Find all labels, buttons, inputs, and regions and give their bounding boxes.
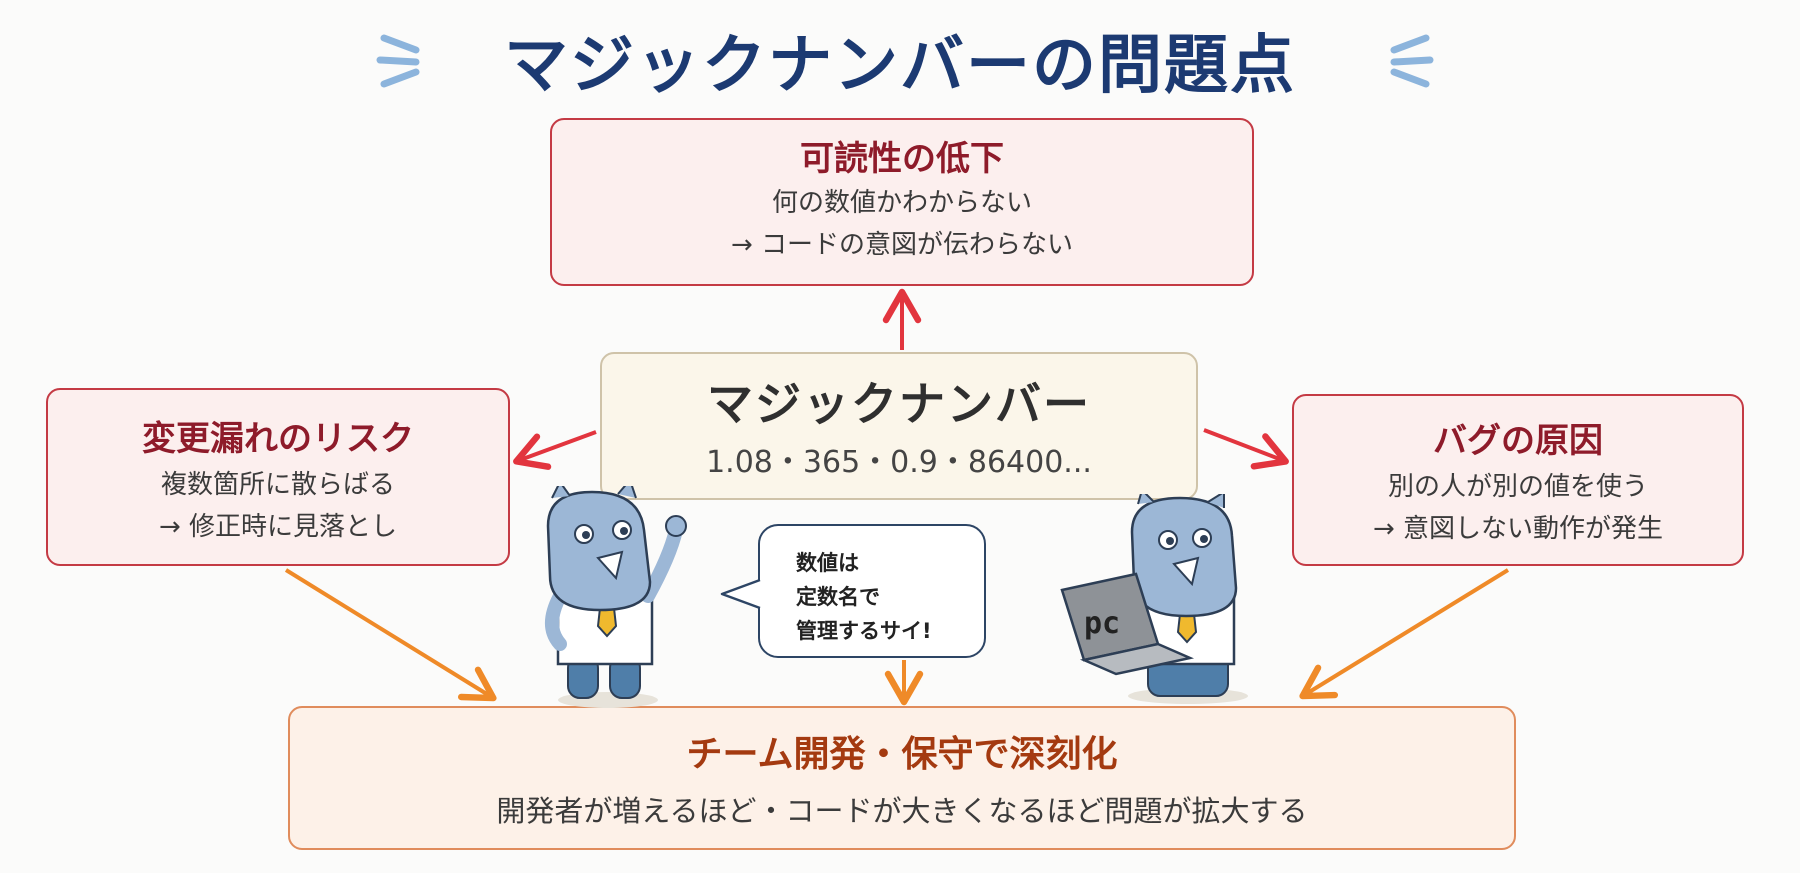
laptop-label: pc [1084,606,1121,641]
bubble-tail [720,578,762,610]
bug-cause-title: バグの原因 [1433,421,1603,461]
change-risk-line-1: 複数箇所に散らばる [160,470,395,500]
magic-number-examples: 1.08・365・0.9・86400... [706,445,1092,480]
arrow-left-to-bottom [284,568,497,702]
page-title: マジックナンバーの問題点 [504,29,1296,103]
speech-bubble: 数値は 定数名で 管理するサイ! [758,524,986,658]
magic-number-title: マジックナンバー [707,377,1091,431]
change-risk-title: 変更漏れのリスク [142,419,414,459]
magic-number-box: マジックナンバー 1.08・365・0.9・86400... [600,352,1198,500]
arrow-right-to-bottom [1299,568,1510,700]
team-development-title: チーム開発・保守で深刻化 [686,734,1118,775]
bubble-line-1: 数値は [796,551,859,575]
readability-line-2: → コードの意図が伝わらない [730,230,1074,260]
arrow-center-to-left [513,430,597,470]
readability-title: 可読性の低下 [800,139,1004,179]
bug-cause-box: バグの原因 別の人が別の値を使う → 意図しない動作が発生 [1292,394,1744,566]
bubble-line-3: 管理するサイ! [796,619,932,643]
rhino-mascot-laptop [1060,494,1248,704]
bug-cause-line-2: → 意図しない動作が発生 [1372,514,1664,544]
team-development-box: チーム開発・保守で深刻化 開発者が増えるほど・コードが大きくなるほど問題が拡大す… [288,706,1516,850]
bubble-line-2: 定数名で [796,585,880,609]
bug-cause-line-1: 別の人が別の値を使う [1387,472,1648,502]
change-risk-line-2: → 修正時に見落とし [158,512,398,542]
readability-box: 可読性の低下 何の数値かわからない → コードの意図が伝わらない [550,118,1254,286]
readability-line-1: 何の数値かわからない [771,188,1032,218]
left-spark-icon [376,34,420,88]
right-spark-icon [1390,34,1434,88]
arrow-center-to-right [1203,428,1289,470]
change-risk-box: 変更漏れのリスク 複数箇所に散らばる → 修正時に見落とし [46,388,510,566]
rhino-mascot-pointing [545,486,687,708]
team-development-line: 開発者が増えるほど・コードが大きくなるほど問題が拡大する [496,794,1308,828]
